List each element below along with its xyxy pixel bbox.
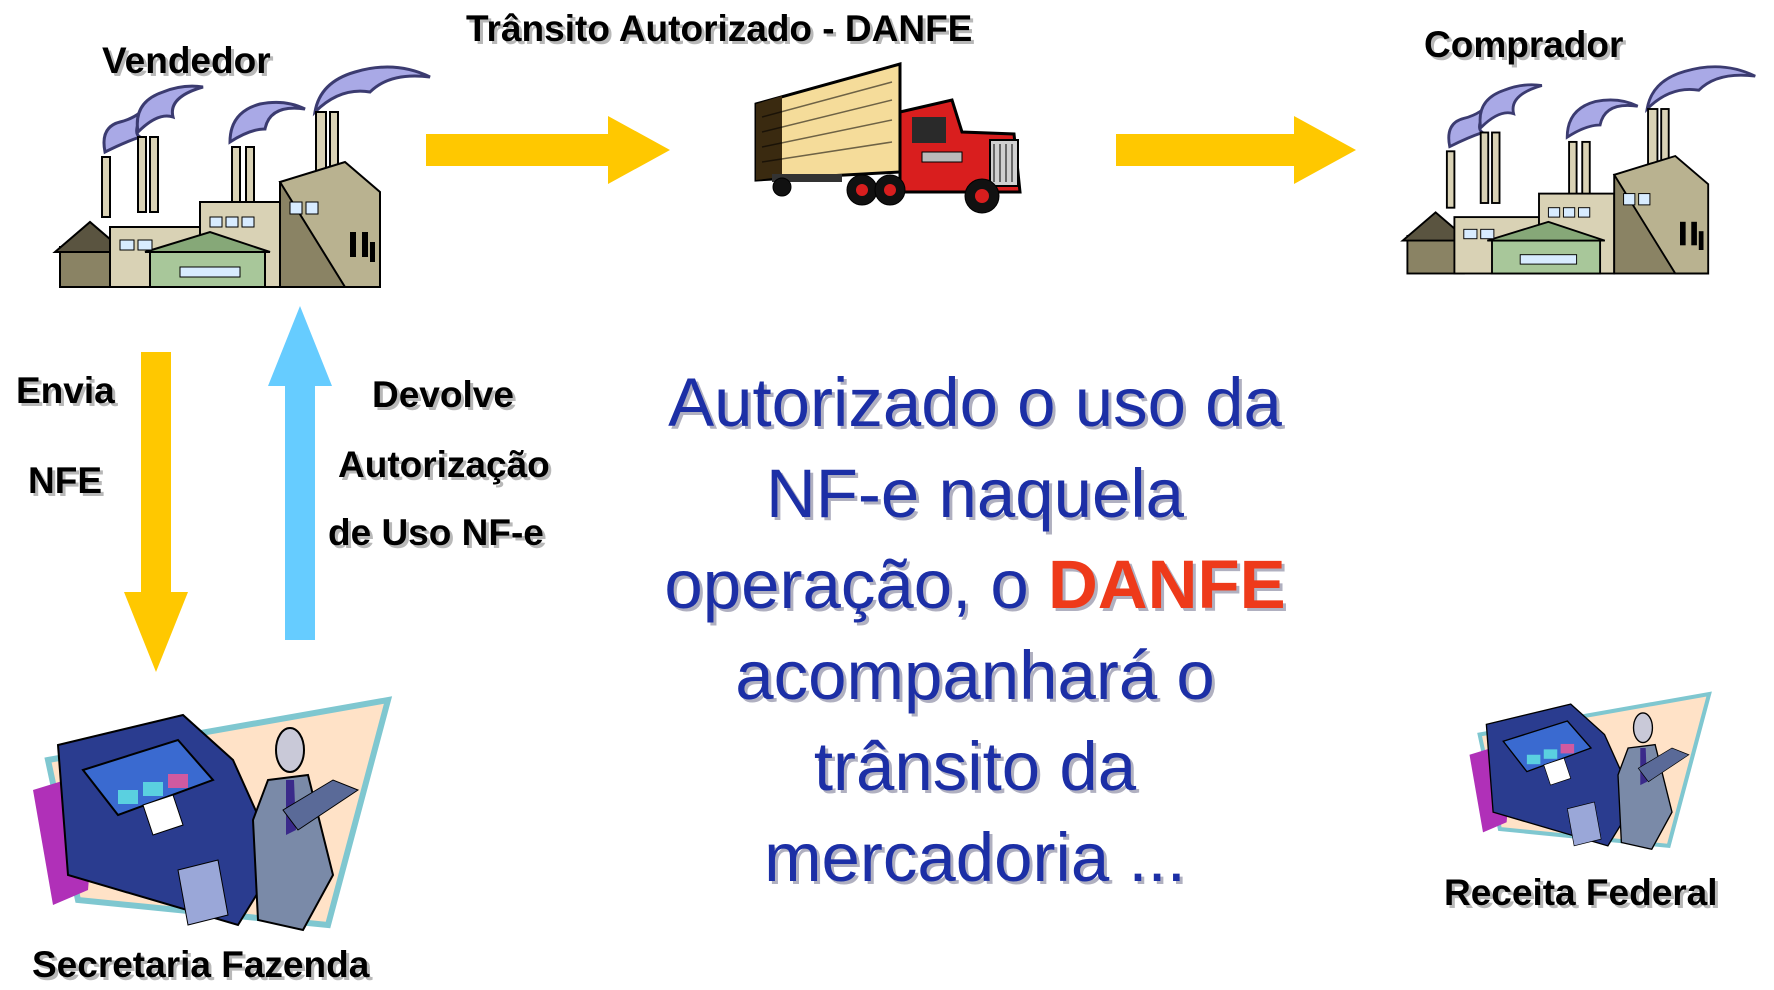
returns-label-line2: Autorização [338,444,550,485]
computer-operator-icon [33,696,393,932]
sefaz-label: Secretaria Fazenda [32,944,370,985]
message-line-1: Autorizado o uso da [668,364,1282,441]
sends-label-line2: NFE [28,460,102,501]
message-line-2: NF-e naquela [765,455,1185,532]
message-line-6: mercadoria ... [764,819,1186,896]
authorization-message: Autorizado o uso da NF-e naquela operaçã… [600,357,1350,903]
message-line-4: acompanhará o [735,637,1215,714]
seller-label: Vendedor [102,40,271,81]
factory-icon [52,65,431,288]
buyer-label: Comprador [1424,24,1624,65]
computer-operator-icon [1469,691,1712,851]
message-line-5: trânsito da [813,728,1137,805]
returns-label-line1: Devolve [372,374,514,415]
arrow-send-nfe-down [124,352,188,672]
transit-label: Trânsito Autorizado - DANFE [466,8,973,49]
factory-icon [1400,65,1756,275]
sends-label-line1: Envia [16,370,115,411]
message-line-3-prefix: operação, o [664,546,1048,623]
message-line-3: operação, o DANFE [600,539,1350,630]
returns-label-line3: de Uso NF-e [328,512,544,553]
arrow-truck-to-buyer [1116,116,1356,184]
arrow-seller-to-truck [426,116,670,184]
arrow-return-authorization-up [268,306,332,640]
receita-label: Receita Federal [1444,872,1718,913]
truck-icon [754,62,1022,214]
danfe-highlight: DANFE [1047,546,1286,623]
